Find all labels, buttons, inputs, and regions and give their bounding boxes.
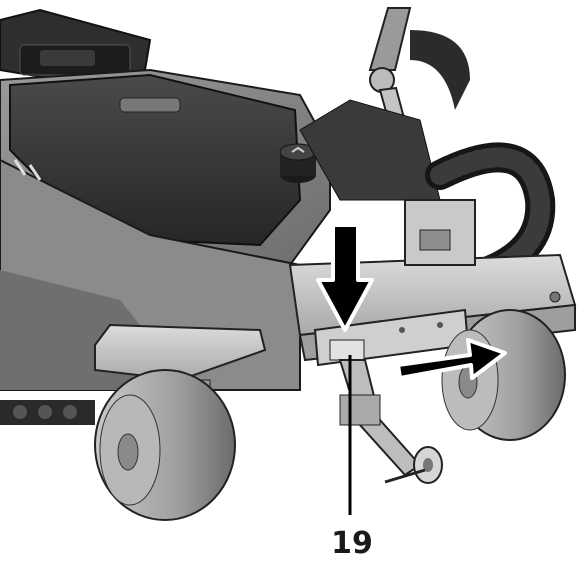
left-caster	[0, 323, 267, 521]
pressure-roller	[338, 359, 443, 484]
rotary-knob	[279, 143, 317, 183]
guide-arm	[299, 7, 470, 216]
right-arrow-icon	[396, 338, 507, 380]
callout-number: 19	[331, 526, 373, 561]
down-arrow-icon	[316, 223, 374, 332]
carry-handle	[0, 8, 152, 82]
